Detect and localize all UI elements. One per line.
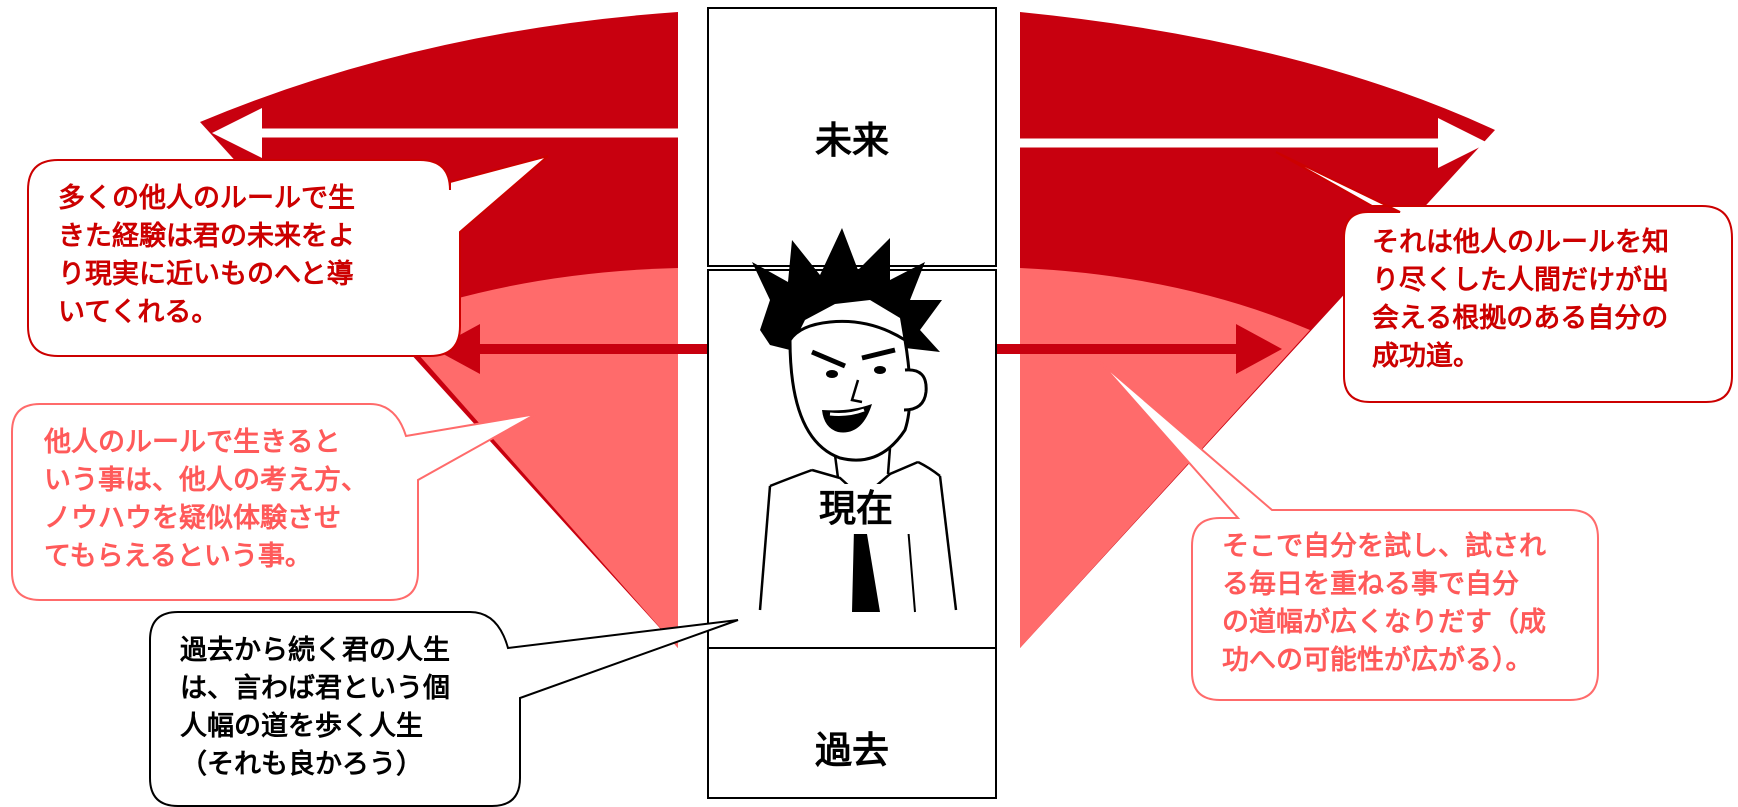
past-label: 過去 <box>815 729 889 772</box>
text-line: それは他人のルールを知 <box>1372 227 1669 258</box>
left-present-arrow <box>434 324 712 374</box>
text-line: 成功道。 <box>1372 341 1480 372</box>
text-line: り現実に近いものへと導 <box>58 259 354 290</box>
text-line: いう事は、他人の考え方、 <box>44 465 368 496</box>
right-future-arrow <box>1018 118 1488 168</box>
bubble-bottom-right <box>1099 361 1599 701</box>
bubble-top-right <box>1275 151 1733 403</box>
bubble-mid-left <box>11 403 537 601</box>
text-line: いてくれる。 <box>58 297 219 328</box>
future-label: 未来 <box>815 119 889 162</box>
text-line: の道幅が広くなりだす（成 <box>1222 607 1546 638</box>
text-line: る毎日を重ねる事で自分 <box>1222 569 1519 600</box>
text-line: り尽くした人間だけが出 <box>1372 265 1669 296</box>
text-line: 人幅の道を歩く人生 <box>180 711 423 742</box>
right-present-arrow <box>992 324 1282 374</box>
bubble-bottom-right-text: そこで自分を試し、試され る毎日を重ねる事で自分 の道幅が広くなりだす（成 功へ… <box>1222 528 1546 680</box>
left-future-arrow <box>212 108 680 158</box>
text-line: 会える根拠のある自分の <box>1372 303 1669 334</box>
text-line: そこで自分を試し、試され <box>1222 531 1546 562</box>
text-line: ノウハウを疑似体験させ <box>44 503 341 534</box>
bubble-bottom-left-text: 過去から続く君の人生 は、言わば君という個 人幅の道を歩く人生 （それも良かろう… <box>180 632 450 784</box>
text-line: てもらえるという事。 <box>44 541 312 572</box>
present-label: 現在 <box>792 484 920 534</box>
bubble-top-right-text: それは他人のルールを知 り尽くした人間だけが出 会える根拠のある自分の 成功道。 <box>1372 224 1669 376</box>
text-line: は、言わば君という個 <box>180 673 450 704</box>
text-line: 過去から続く君の人生 <box>180 635 450 666</box>
past-box <box>707 647 997 799</box>
bubble-top-left <box>27 155 549 357</box>
bubble-bottom-left <box>149 611 739 807</box>
bubble-top-left-text: 多くの他人のルールで生 きた経験は君の未来をよ り現実に近いものへと導 いてくれ… <box>58 180 355 332</box>
text-line: きた経験は君の未来をよ <box>58 221 355 252</box>
text-line: （それも良かろう） <box>180 749 423 780</box>
text-line: 他人のルールで生きると <box>44 427 341 458</box>
cartoon-man-icon <box>752 228 958 613</box>
text-line: 功への可能性が広がる）。 <box>1222 645 1533 676</box>
text-line: 多くの他人のルールで生 <box>58 183 355 214</box>
bubble-mid-left-text: 他人のルールで生きると いう事は、他人の考え方、 ノウハウを疑似体験させ てもら… <box>44 424 368 576</box>
